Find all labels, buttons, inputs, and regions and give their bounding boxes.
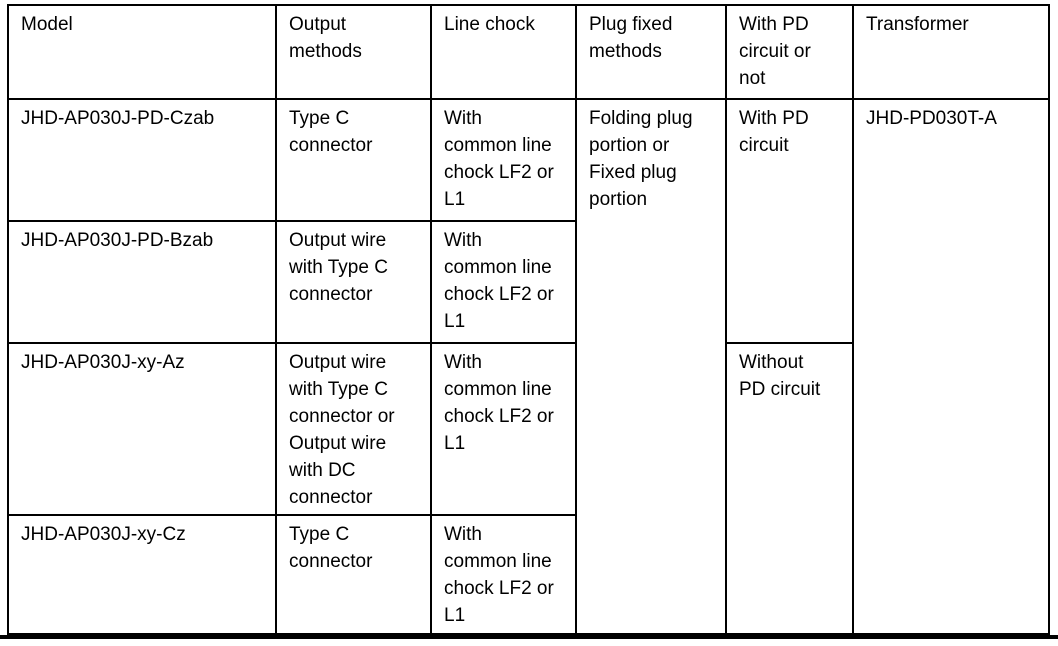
header-transformer: Transformer bbox=[852, 4, 1050, 100]
pd-with-merged-cell: With PD circuit bbox=[725, 98, 854, 344]
header-output-methods: Output methods bbox=[275, 4, 432, 100]
line-chock-cell: With common line chock LF2 or L1 bbox=[430, 342, 577, 516]
table-header-row: Model Output methods Line chock Plug fix… bbox=[7, 4, 1050, 100]
table-row-4: JHD-AP030J-xy-Cz Type C connector With c… bbox=[7, 514, 1049, 635]
table-row-3: JHD-AP030J-xy-Az Output wire with Type C… bbox=[7, 342, 1049, 635]
output-methods-cell: Output wire with Type C connector or Out… bbox=[275, 342, 432, 516]
table-row-1: JHD-AP030J-PD-Czab Type C connector With… bbox=[7, 98, 1050, 635]
output-methods-cell: Output wire with Type C connector bbox=[275, 220, 432, 344]
model-cell: JHD-AP030J-PD-Bzab bbox=[7, 220, 277, 344]
transformer-merged-cell: JHD-PD030T-A bbox=[852, 98, 1050, 635]
model-cell: JHD-AP030J-PD-Czab bbox=[7, 98, 277, 222]
product-model-table: Model Output methods Line chock Plug fix… bbox=[7, 4, 1050, 635]
header-pd-circuit: With PD circuit or not bbox=[725, 4, 854, 100]
line-chock-cell: With common line chock LF2 or L1 bbox=[430, 98, 577, 222]
line-chock-cell: With common line chock LF2 or L1 bbox=[430, 220, 577, 344]
header-model: Model bbox=[7, 4, 277, 100]
output-methods-cell: Type C connector bbox=[275, 514, 432, 635]
plug-fixed-merged-cell: Folding plug portion or Fixed plug porti… bbox=[575, 98, 727, 635]
page-bottom-rule bbox=[0, 635, 1058, 639]
header-plug-fixed-methods: Plug fixed methods bbox=[575, 4, 727, 100]
model-cell: JHD-AP030J-xy-Cz bbox=[7, 514, 277, 635]
header-line-chock: Line chock bbox=[430, 4, 577, 100]
line-chock-cell: With common line chock LF2 or L1 bbox=[430, 514, 577, 635]
model-cell: JHD-AP030J-xy-Az bbox=[7, 342, 277, 516]
pd-without-merged-cell: Without PD circuit bbox=[725, 342, 854, 635]
table-row-2: JHD-AP030J-PD-Bzab Output wire with Type… bbox=[7, 220, 1049, 344]
output-methods-cell: Type C connector bbox=[275, 98, 432, 222]
